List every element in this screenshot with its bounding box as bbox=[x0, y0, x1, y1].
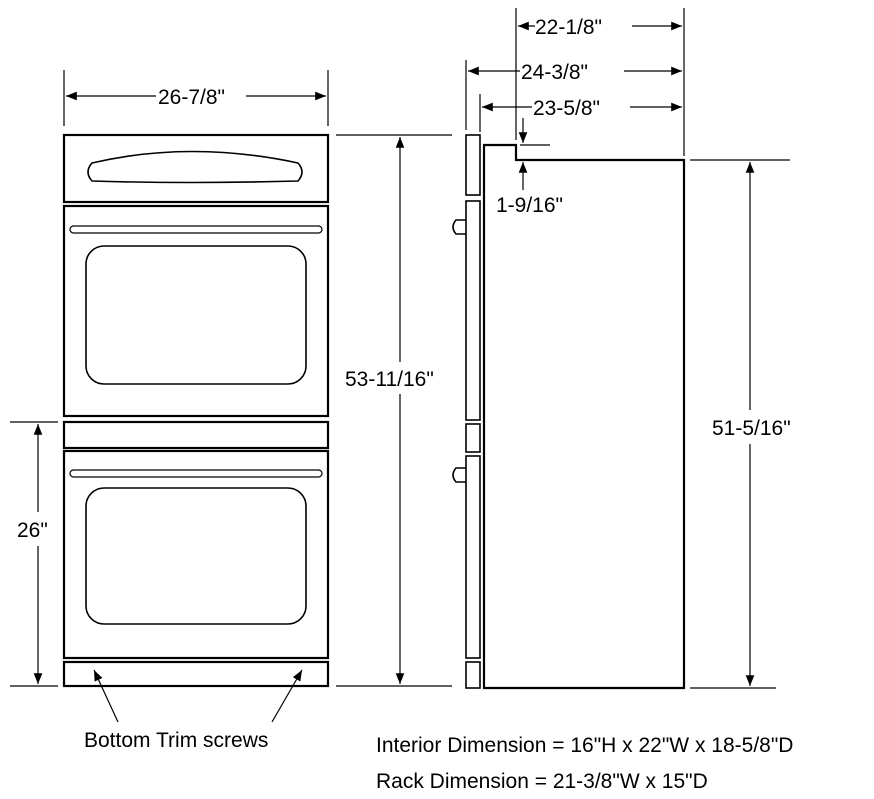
control-panel bbox=[62, 133, 330, 204]
side-trim-bottom bbox=[465, 661, 481, 689]
rack-dimension-note: Rack Dimension = 21-3/8"W x 15"D bbox=[376, 770, 708, 793]
side-door-upper bbox=[465, 200, 481, 421]
upper-oven-door bbox=[62, 204, 330, 418]
lower-oven-window bbox=[85, 487, 307, 625]
dim-cutout-height: 51-5/16" bbox=[690, 159, 791, 689]
side-door-lower bbox=[465, 455, 481, 659]
side-view bbox=[452, 134, 686, 690]
side-body bbox=[482, 143, 686, 690]
cutout-height-label: 51-5/16" bbox=[712, 417, 791, 440]
upper-oven-handle bbox=[69, 225, 323, 234]
depth-top-label: 22-1/8" bbox=[535, 16, 602, 39]
bottom-trim-screws-callout: Bottom Trim screws bbox=[84, 669, 303, 752]
overall-height-label: 53-11/16" bbox=[345, 368, 434, 391]
bottom-trim bbox=[62, 660, 330, 688]
lower-oven-height-label: 26" bbox=[17, 519, 48, 542]
side-trim-middle bbox=[465, 423, 481, 453]
front-view bbox=[62, 133, 330, 688]
lower-oven-door bbox=[62, 449, 330, 660]
dim-depth-mid: 23-5/8" bbox=[479, 94, 682, 132]
overall-width-label: 26-7/8" bbox=[158, 86, 225, 109]
interior-dimension-note: Interior Dimension = 16"H x 22"W x 18-5/… bbox=[376, 734, 793, 757]
dim-overall-height: 53-11/16" bbox=[336, 134, 452, 687]
dim-trim-offset: 1-9/16" bbox=[496, 118, 563, 217]
depth-overall-label: 24-3/8" bbox=[521, 61, 588, 84]
lower-oven-handle bbox=[69, 469, 323, 478]
side-lower-handle bbox=[452, 467, 466, 483]
depth-mid-label: 23-5/8" bbox=[533, 97, 600, 120]
middle-trim bbox=[62, 420, 330, 450]
control-panel-display bbox=[87, 150, 303, 184]
side-trim-upper bbox=[465, 134, 481, 196]
trim-offset-label: 1-9/16" bbox=[496, 194, 563, 217]
dim-depth-overall: 24-3/8" bbox=[465, 60, 682, 130]
side-upper-handle bbox=[452, 219, 466, 235]
dim-lower-oven-height: 26" bbox=[10, 421, 58, 687]
dim-overall-width: 26-7/8" bbox=[63, 70, 329, 126]
dim-depth-top: 22-1/8" bbox=[515, 8, 685, 156]
bottom-trim-screws-label: Bottom Trim screws bbox=[84, 729, 268, 752]
upper-oven-window bbox=[85, 245, 307, 385]
